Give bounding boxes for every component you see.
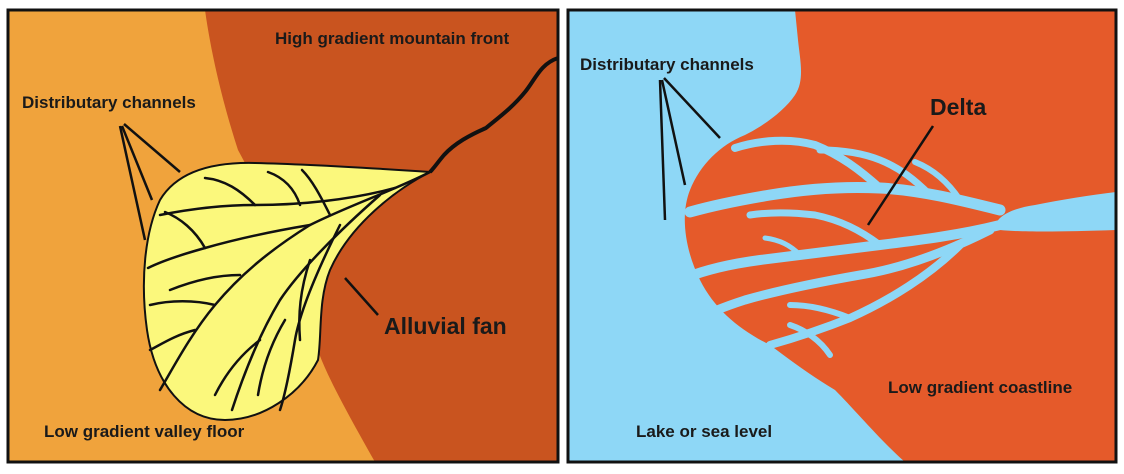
coastline-label: Low gradient coastline [888,378,1072,397]
feeder-channel [428,56,559,174]
fan-distributary-channels [146,168,432,412]
delta-label: Delta [930,94,986,120]
lake-sea-level-label: Lake or sea level [636,422,772,441]
delta-panel: Distributary channels Delta Low gradient… [566,8,1118,464]
valley-floor-label: Low gradient valley floor [44,422,245,441]
mountain-front-area [205,10,558,462]
alluvial-fan-panel: High gradient mountain front Distributar… [6,8,560,464]
mountain-front-label: High gradient mountain front [275,29,510,48]
fan-channels-label: Distributary channels [22,93,196,112]
coastline-land [684,10,1116,462]
fan-pointer-lines [118,123,379,316]
delta-channels-label: Distributary channels [580,55,754,74]
alluvial-fan-label: Alluvial fan [384,313,507,339]
right-panel-border [566,8,1118,464]
delta-distributary-channels [680,136,1006,358]
delta-pointer-lines [658,77,935,226]
left-panel-border [6,8,560,464]
